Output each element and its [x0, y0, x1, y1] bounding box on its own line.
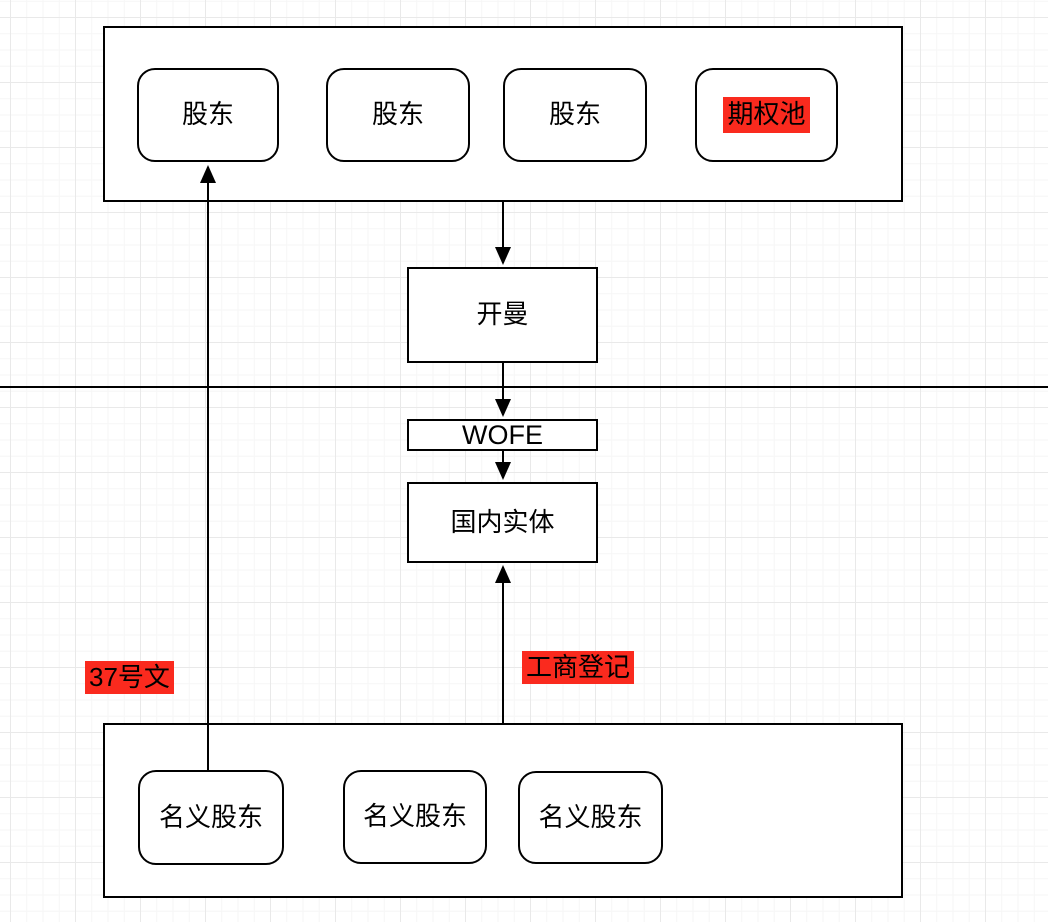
domestic-entity-label: 国内实体: [450, 506, 555, 537]
shareholder-box-1[interactable]: 股东: [137, 68, 279, 162]
wofe-box[interactable]: WOFE: [407, 419, 598, 451]
nominee-shareholder-box-2[interactable]: 名义股东: [343, 770, 487, 864]
wofe-label: WOFE: [462, 419, 543, 450]
nominee-shareholder-box-1[interactable]: 名义股东: [138, 770, 284, 865]
shareholder-box-2[interactable]: 股东: [326, 68, 470, 162]
business-registration-edge-label[interactable]: 工商登记: [522, 651, 635, 684]
shareholder-label-1: 股东: [181, 99, 234, 130]
shareholder-label-2: 股东: [371, 99, 424, 130]
offshore-onshore-divider-line[interactable]: [0, 386, 1048, 388]
doc37-edge-label[interactable]: 37号文: [85, 661, 174, 694]
option-pool-box[interactable]: 期权池: [695, 68, 838, 162]
cayman-box[interactable]: 开曼: [407, 267, 598, 363]
cayman-label: 开曼: [476, 299, 529, 330]
shareholder-box-3[interactable]: 股东: [503, 68, 647, 162]
nominee-shareholder-label-2: 名义股东: [362, 801, 467, 832]
nominee-shareholder-box-3[interactable]: 名义股东: [518, 771, 663, 864]
option-pool-label: 期权池: [723, 97, 810, 133]
nominee-shareholder-label-1: 名义股东: [158, 801, 263, 832]
domestic-entity-box[interactable]: 国内实体: [407, 482, 598, 563]
nominee-shareholder-label-3: 名义股东: [538, 801, 643, 832]
shareholder-label-3: 股东: [548, 99, 601, 130]
